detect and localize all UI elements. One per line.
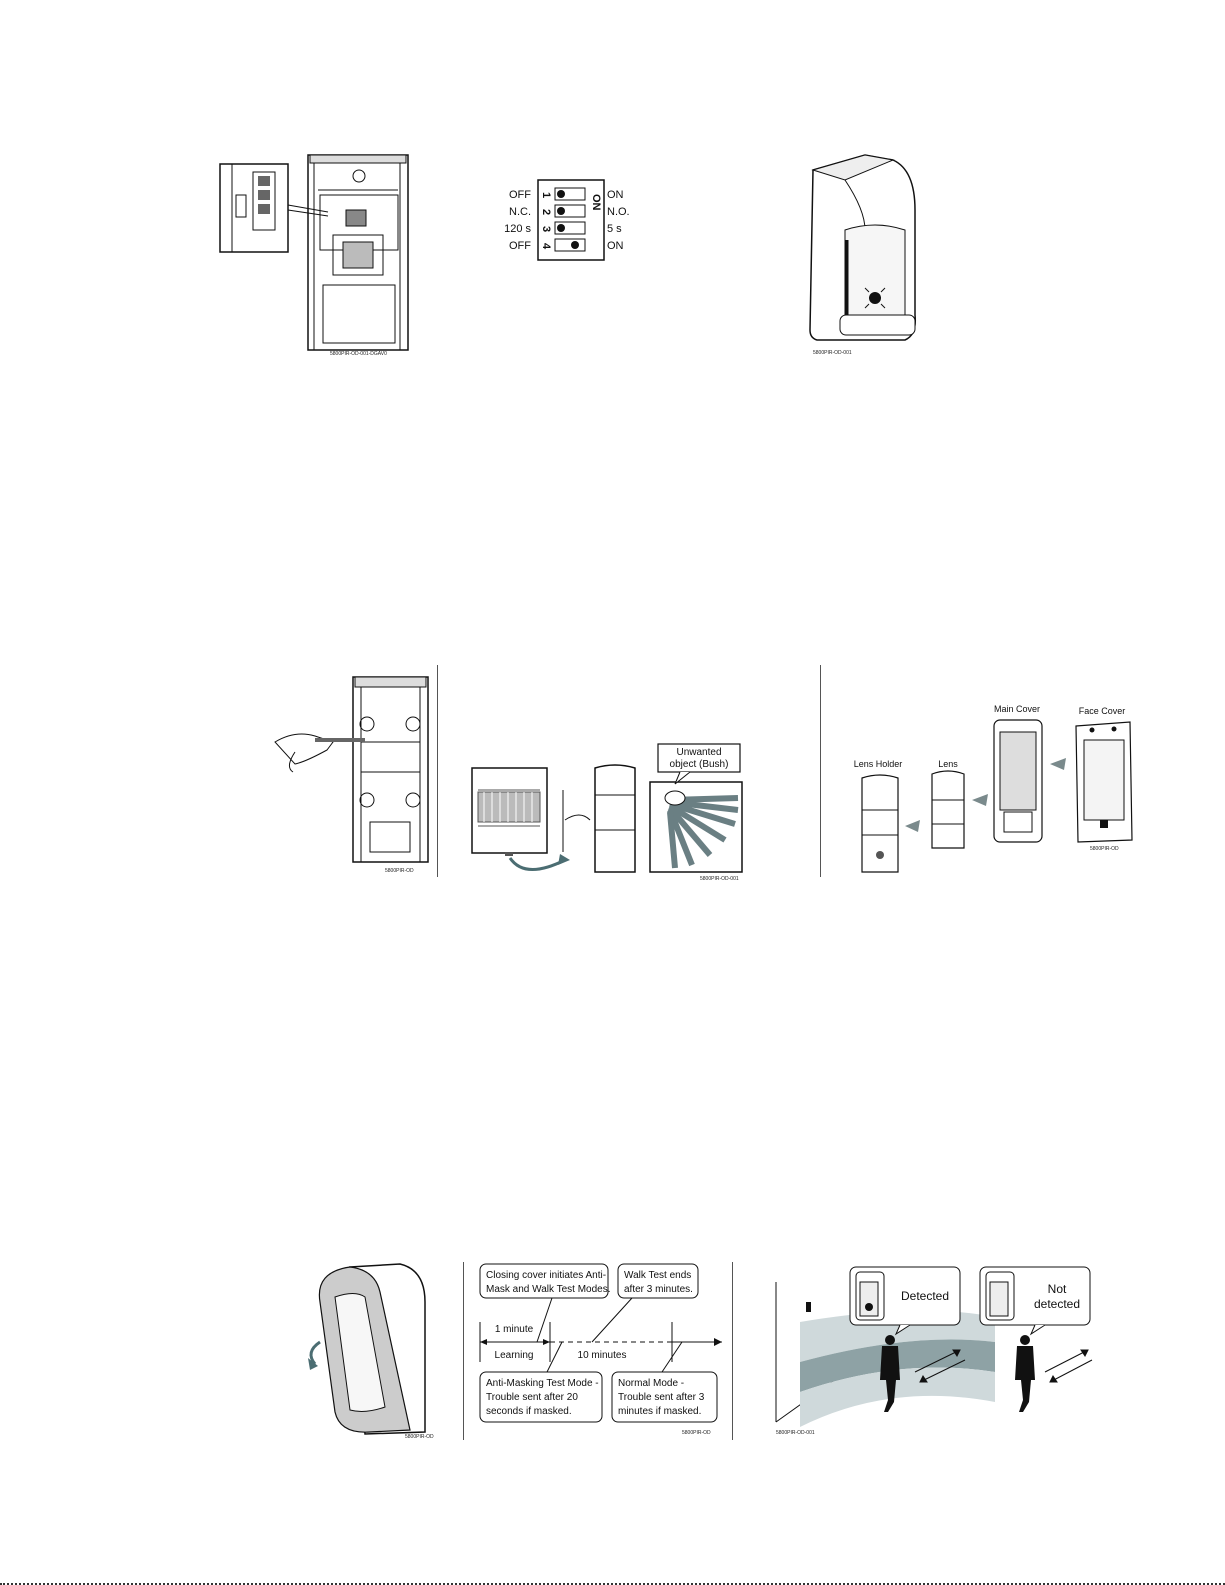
main-cover-label: Main Cover (994, 704, 1040, 714)
lens-holder-label: Lens Holder (854, 759, 903, 769)
unwanted-label-line2: object (Bush) (670, 759, 729, 770)
learning-label: Learning (495, 1350, 534, 1361)
ten-minutes-label: 10 minutes (578, 1350, 627, 1361)
row3-divider-1 (463, 1262, 464, 1440)
parts-assembly-figure: Lens Holder Lens Main Cover Face Cover 5… (854, 704, 1133, 873)
dip-switch-number: 3 (540, 226, 552, 232)
unwanted-label-line1: Unwanted (676, 747, 721, 758)
row2-divider-2 (820, 665, 821, 877)
row3-divider-2 (732, 1262, 733, 1440)
box1-line2: Mask and Walk Test Modes. (486, 1284, 611, 1295)
one-minute-label: 1 minute (495, 1324, 534, 1335)
dip-switch-knob (571, 241, 579, 249)
led-lit-icon (865, 1303, 873, 1311)
svg-text:5800PIR-OD: 5800PIR-OD (405, 1434, 434, 1440)
box2-line2: after 3 minutes. (624, 1284, 693, 1295)
led-on-icon (869, 292, 881, 304)
test-mode-timeline: Closing cover initiates Anti- Mask and W… (479, 1263, 722, 1436)
svg-text:5800PIR-OD: 5800PIR-OD (1090, 846, 1119, 852)
svg-text:5800PIR-OD-001: 5800PIR-OD-001 (813, 350, 852, 356)
box4-line3: minutes if masked. (618, 1406, 701, 1417)
dip-switch-knob (557, 207, 565, 215)
dip-left-label: OFF (509, 189, 531, 201)
page-bottom-dotted-border (0, 1580, 1225, 1585)
dip-switch-number: 1 (540, 192, 552, 198)
dip-switch-slot[interactable] (554, 238, 586, 252)
mask-lens-figure: Unwanted object (Bush) 5800PIR-OD-001 (471, 743, 743, 882)
box3-line1: Anti-Masking Test Mode - (486, 1378, 599, 1389)
person-detected-icon (880, 1335, 900, 1412)
dip-right-label: ON (607, 189, 624, 201)
led-detector-figure: 5800PIR-OD-001 (809, 154, 917, 356)
dip-left-label: 120 s (504, 223, 531, 235)
person-not-detected-icon (1015, 1335, 1035, 1412)
lens-label: Lens (938, 759, 958, 769)
dip-switch-knob (557, 224, 565, 232)
box2-line1: Walk Test ends (624, 1270, 691, 1281)
svg-text:5800PIR-OD-001: 5800PIR-OD-001 (700, 876, 739, 882)
not-label-line1: Not (1048, 1282, 1067, 1296)
screwdriver-mounting-figure: 5800PIR-OD (274, 676, 429, 874)
walk-test-figure: Detected Not detected 5800PIR-OD-001 (775, 1266, 1093, 1436)
closing-cover-figure: 5800PIR-OD (308, 1263, 434, 1440)
box3-line3: seconds if masked. (486, 1406, 572, 1417)
dip-switch-number: 2 (540, 209, 552, 215)
box3-line2: Trouble sent after 20 (486, 1392, 578, 1403)
dip-on-header: ON (590, 194, 602, 211)
svg-text:5800PIR-OD-001: 5800PIR-OD-001 (776, 1430, 815, 1436)
dip-right-label: ON (607, 240, 624, 252)
dip-switch-number: 4 (540, 243, 552, 250)
box4-line2: Trouble sent after 3 (618, 1392, 705, 1403)
row2-divider-1 (437, 665, 438, 877)
dip-switch-knob (557, 190, 565, 198)
dip-right-label: N.O. (607, 206, 630, 218)
box1-line1: Closing cover initiates Anti- (486, 1270, 606, 1281)
face-cover-label: Face Cover (1079, 706, 1126, 716)
terminal-block-figure: 5800PIR-OD-001-DGAV0 (219, 154, 409, 357)
detected-label: Detected (901, 1289, 949, 1303)
terminal-figure-code: 5800PIR-OD-001-DGAV0 (330, 351, 387, 357)
box4-line1: Normal Mode - (618, 1378, 684, 1389)
dip-left-label: N.C. (509, 206, 531, 218)
not-label-line2: detected (1034, 1297, 1080, 1311)
svg-text:5800PIR-OD: 5800PIR-OD (682, 1430, 711, 1436)
svg-text:5800PIR-OD: 5800PIR-OD (385, 868, 414, 874)
dip-left-label: OFF (509, 240, 531, 252)
dip-right-label: 5 s (607, 223, 622, 235)
